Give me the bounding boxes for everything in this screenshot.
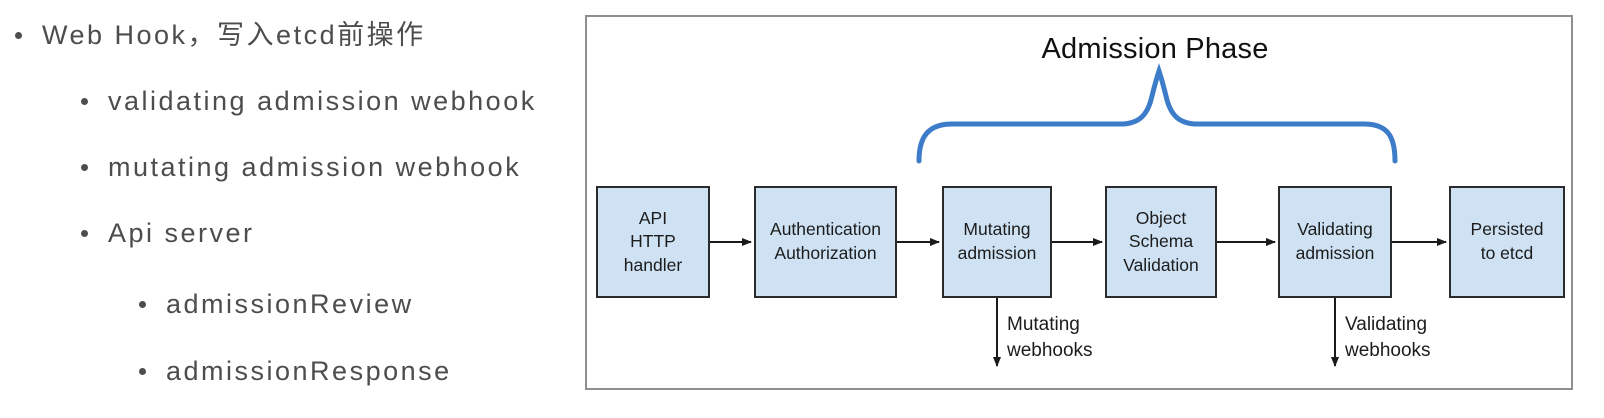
list-item-text: admissionResponse xyxy=(166,356,452,386)
list-item-text: admissionReview xyxy=(166,289,414,319)
flow-node-authentication-authorization: Authentication Authorization xyxy=(754,186,897,298)
bullet-icon xyxy=(15,31,22,39)
admission-flow-diagram: Admission Phase API HTTP handler xyxy=(585,15,1573,390)
list-item-text: Web Hook，写入etcd前操作 xyxy=(42,20,426,50)
flow-node-api-http-handler: API HTTP handler xyxy=(596,186,710,298)
flow-node-validating-admission: Validating admission xyxy=(1278,186,1392,298)
list-item: admissionReview xyxy=(139,288,414,320)
list-item: Api server xyxy=(81,217,255,249)
list-item-text: mutating admission webhook xyxy=(108,152,522,182)
bullet-icon xyxy=(81,97,88,105)
bullet-icon xyxy=(139,300,146,308)
bullet-icon xyxy=(81,229,88,237)
flow-node-mutating-admission: Mutating admission xyxy=(942,186,1052,298)
diagram-title: Admission Phase xyxy=(1041,33,1269,65)
bullet-icon xyxy=(139,367,146,375)
callout-validating-webhooks: Validating webhooks xyxy=(1345,314,1431,361)
list-item-text: validating admission webhook xyxy=(108,86,537,116)
list-item: Web Hook，写入etcd前操作 xyxy=(15,19,426,51)
list-item: admissionResponse xyxy=(139,355,452,387)
callout-mutating-webhooks: Mutating webhooks xyxy=(1007,314,1093,361)
list-item: validating admission webhook xyxy=(81,85,537,117)
list-item: mutating admission webhook xyxy=(81,151,521,183)
flow-node-persisted-to-etcd: Persisted to etcd xyxy=(1449,186,1565,298)
list-item-text: Api server xyxy=(108,218,255,248)
admission-phase-brace xyxy=(916,63,1398,164)
bullet-icon xyxy=(81,163,88,171)
flow-node-object-schema-validation: Object Schema Validation xyxy=(1105,186,1217,298)
